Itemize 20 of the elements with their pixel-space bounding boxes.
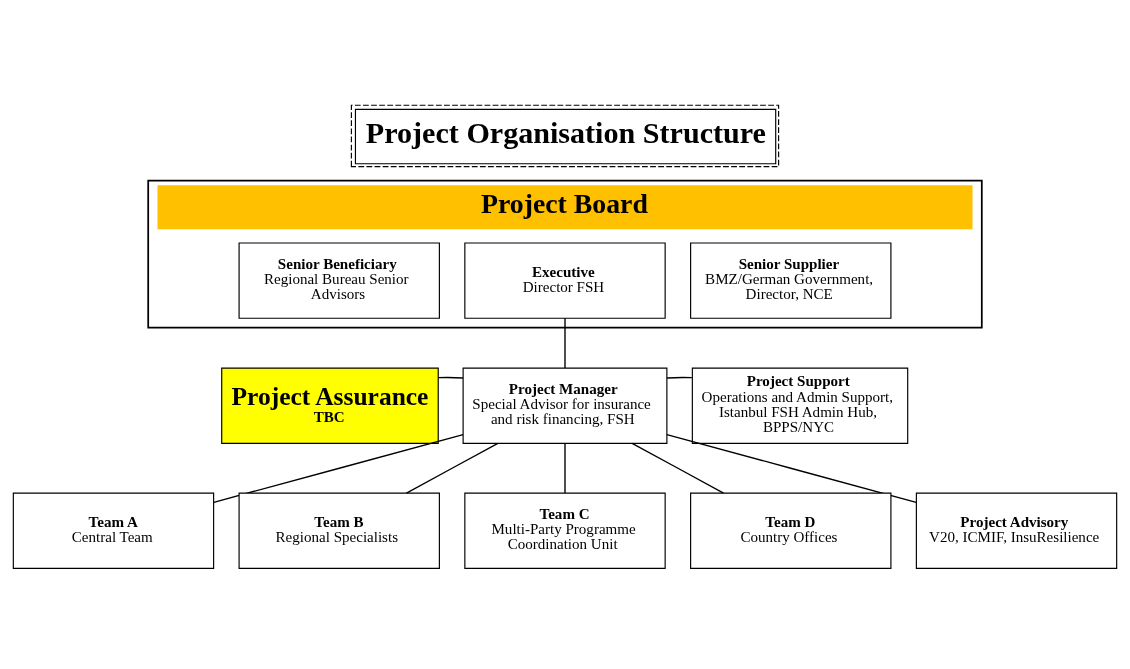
connector	[437, 376, 464, 379]
connector	[213, 433, 464, 503]
node-box: Project Advisory V20, ICMIF, InsuResilience	[915, 492, 1118, 569]
node-box: Team B Regional Specialists	[238, 492, 440, 569]
node-box: Project Support Operations and Admin Support, Istanbul FSH Admin Hub, BPPS/NYC	[691, 367, 909, 444]
connector	[564, 442, 566, 494]
node-box: Executive Director FSH	[464, 242, 666, 319]
node-box: Project Assurance TBC	[221, 367, 439, 444]
diagram-title: Project Organisation Structure	[365, 115, 766, 150]
connector	[631, 442, 725, 494]
connector	[666, 376, 693, 379]
connector	[405, 442, 499, 494]
node-box: Team C Multi-Party Programme Coordination Unit	[464, 492, 666, 569]
node-box: Senior Beneficiary Regional Bureau Senior Advisors	[238, 242, 440, 319]
node-box: Team A Central Team	[12, 492, 215, 569]
node-box: Project Manager Special Advisor for insurance and risk financing, FSH	[462, 367, 668, 444]
node-box: Senior Supplier BMZ/German Government, Director, NCE	[690, 242, 892, 319]
node-box: Team D Country Offices	[690, 492, 892, 569]
connector	[564, 317, 566, 369]
connector	[666, 433, 917, 503]
